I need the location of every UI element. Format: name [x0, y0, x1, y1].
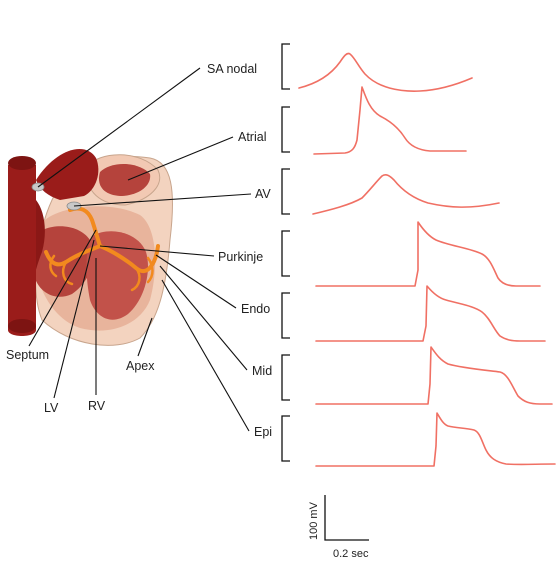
pulmonary-trunk — [36, 200, 45, 270]
scale-bar-lines — [324, 495, 369, 541]
leader-apex — [137, 317, 153, 357]
heart-illustration — [8, 149, 174, 346]
label-septum: Septum — [6, 348, 49, 362]
purkinje-fibers-lv — [49, 254, 74, 286]
leader-epi — [161, 279, 250, 432]
bracket-av — [281, 168, 290, 215]
trace-epi — [315, 412, 556, 467]
aorta-arch — [36, 149, 99, 200]
action-potential-traces — [298, 52, 556, 467]
vena-cava-top — [8, 156, 36, 170]
label-av: AV — [255, 187, 271, 201]
leader-lv — [53, 239, 95, 399]
label-sa-nodal: SA nodal — [207, 62, 257, 76]
lv-chamber — [30, 226, 94, 297]
label-mid: Mid — [252, 364, 272, 378]
trace-atrial — [313, 86, 467, 155]
rv-chamber — [86, 231, 148, 320]
leader-septum — [28, 229, 97, 347]
trace-endo — [315, 285, 546, 342]
bracket-purkinje — [281, 230, 290, 277]
scale-bar: 100 mV 0.2 sec — [308, 495, 369, 560]
trace-brackets — [281, 43, 290, 462]
leader-purkinje — [99, 245, 215, 257]
leader-endo — [155, 254, 237, 309]
trace-av — [312, 173, 500, 215]
bracket-epi — [281, 415, 290, 462]
label-lv: LV — [44, 401, 59, 415]
superior-vena-cava — [8, 165, 36, 336]
label-atrial: Atrial — [238, 130, 266, 144]
labels: SA nodal Atrial AV Purkinje Endo Mid Epi… — [6, 62, 272, 439]
bracket-atrial — [281, 106, 290, 153]
trace-sa-nodal — [298, 52, 473, 92]
bracket-sa-nodal — [281, 43, 290, 90]
trace-mid — [315, 346, 553, 405]
bracket-mid — [281, 354, 290, 401]
purkinje-fibers-rv — [130, 256, 154, 292]
vena-cava-bottom — [8, 319, 36, 333]
scale-time-label: 0.2 sec — [333, 548, 369, 560]
leader-mid — [159, 265, 248, 371]
bracket-endo — [281, 292, 290, 339]
scale-voltage-label: 100 mV — [308, 501, 320, 540]
label-purkinje: Purkinje — [218, 250, 263, 264]
leader-lines — [28, 67, 252, 432]
trace-purkinje — [315, 221, 541, 287]
label-apex: Apex — [126, 359, 155, 373]
label-rv: RV — [88, 399, 106, 413]
atrial-chamber — [98, 163, 151, 196]
leader-sa-nodal — [37, 67, 201, 188]
leader-av — [73, 193, 252, 207]
leader-atrial — [127, 136, 234, 181]
label-epi: Epi — [254, 425, 272, 439]
label-endo: Endo — [241, 302, 270, 316]
